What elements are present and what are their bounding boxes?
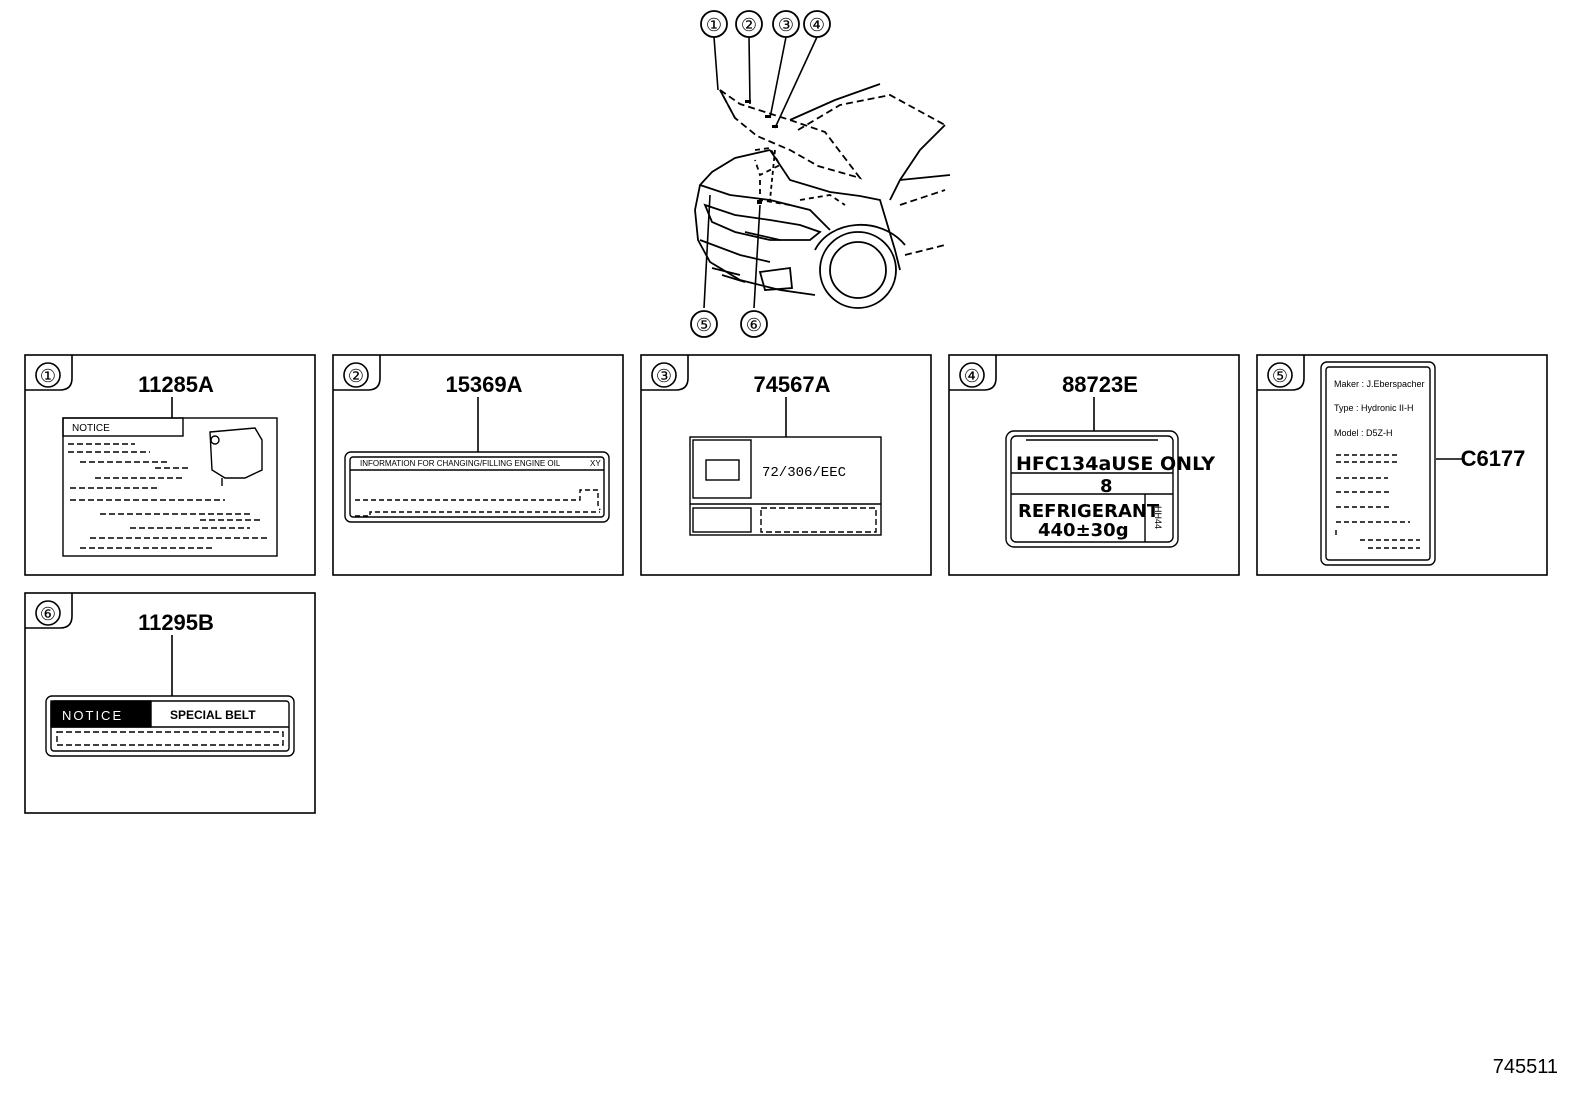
panel-4-number: ④ xyxy=(964,366,980,386)
svg-text:440±30g: 440±30g xyxy=(1038,520,1129,541)
label-C6177: Maker : J.Eberspacher Type : Hydronic II… xyxy=(1320,361,1436,566)
svg-text:④: ④ xyxy=(809,15,825,35)
callout-5: ⑤ xyxy=(690,310,718,338)
panel-4-number-badge xyxy=(959,362,985,388)
svg-text:②: ② xyxy=(741,15,757,35)
label-15369A: INFORMATION FOR CHANGING/FILLING ENGINE … xyxy=(344,451,610,523)
panel-5-number: ⑤ xyxy=(1272,366,1288,386)
callout-3: ③ xyxy=(772,10,800,38)
panel-2: ② 15369A INFORMATION FOR CHANGING/FILLIN… xyxy=(332,354,624,576)
car-illustration xyxy=(694,83,951,309)
part-number-11295B: 11295B xyxy=(138,610,214,635)
part-number-15369A: 15369A xyxy=(445,372,522,397)
svg-text:HH44: HH44 xyxy=(1153,506,1163,529)
svg-text:Maker : J.Eberspacher: Maker : J.Eberspacher xyxy=(1334,379,1425,389)
svg-text:Model : D5Z-H: Model : D5Z-H xyxy=(1334,428,1393,438)
callout-leaders xyxy=(703,36,818,309)
panel-3-number-badge xyxy=(651,362,677,388)
callout-2: ② xyxy=(735,10,763,38)
panel-4: ④ 88723E HFC134aUSE ONLY 8 REFRIGERANT 4… xyxy=(948,354,1240,576)
panel-6-number: ⑥ xyxy=(40,604,56,624)
svg-text:INFORMATION FOR CHANGING/FILLI: INFORMATION FOR CHANGING/FILLING ENGINE … xyxy=(360,459,561,468)
panel-2-number-badge xyxy=(343,362,369,388)
panel-1: ① 11285A NOTICE xyxy=(24,354,316,576)
svg-text:NOTICE: NOTICE xyxy=(62,708,123,723)
part-number-74567A: 74567A xyxy=(753,372,830,397)
panel-6-number-badge xyxy=(35,600,61,626)
label-11285A: NOTICE xyxy=(62,417,278,557)
svg-text:⑥: ⑥ xyxy=(746,315,762,335)
part-number-C6177: C6177 xyxy=(1461,446,1526,471)
part-number-88723E: 88723E xyxy=(1062,372,1138,397)
panel-2-number: ② xyxy=(348,366,364,386)
callout-6: ⑥ xyxy=(740,310,768,338)
svg-text:NOTICE: NOTICE xyxy=(72,423,110,434)
callout-1: ① xyxy=(700,10,728,38)
panel-6: ⑥ 11295B NOTICE SPECIAL BELT xyxy=(24,592,316,814)
panel-3-number: ③ xyxy=(656,366,672,386)
label-74567A: 72/306/EEC xyxy=(689,436,882,536)
document-id: 745511 xyxy=(1492,1056,1558,1078)
svg-text:Type : Hydronic II-H: Type : Hydronic II-H xyxy=(1334,403,1414,413)
label-11295B: NOTICE SPECIAL BELT xyxy=(45,695,295,757)
callout-4: ④ xyxy=(803,10,831,38)
svg-text:SPECIAL BELT: SPECIAL BELT xyxy=(170,708,256,722)
svg-text:①: ① xyxy=(706,15,722,35)
svg-text:HFC134aUSE ONLY: HFC134aUSE ONLY xyxy=(1016,453,1215,475)
panel-5: ⑤ C6177 Maker : J.Eberspacher Type : Hyd… xyxy=(1256,354,1548,576)
svg-text:XY: XY xyxy=(590,459,601,468)
panel-1-number: ① xyxy=(40,366,56,386)
svg-text:③: ③ xyxy=(778,15,794,35)
label-marks xyxy=(745,100,778,204)
svg-text:72/306/EEC: 72/306/EEC xyxy=(762,465,846,481)
svg-text:REFRIGERANT: REFRIGERANT xyxy=(1018,501,1160,522)
panel-1-number-badge xyxy=(35,362,61,388)
panel-3: ③ 74567A 72/306/EEC xyxy=(640,354,932,576)
svg-text:⑤: ⑤ xyxy=(696,315,712,335)
panel-5-number-badge xyxy=(1267,362,1293,388)
label-88723E: HFC134aUSE ONLY 8 REFRIGERANT 440±30g HH… xyxy=(1005,430,1215,548)
svg-text:8: 8 xyxy=(1100,476,1113,497)
part-number-11285A: 11285A xyxy=(138,372,214,397)
